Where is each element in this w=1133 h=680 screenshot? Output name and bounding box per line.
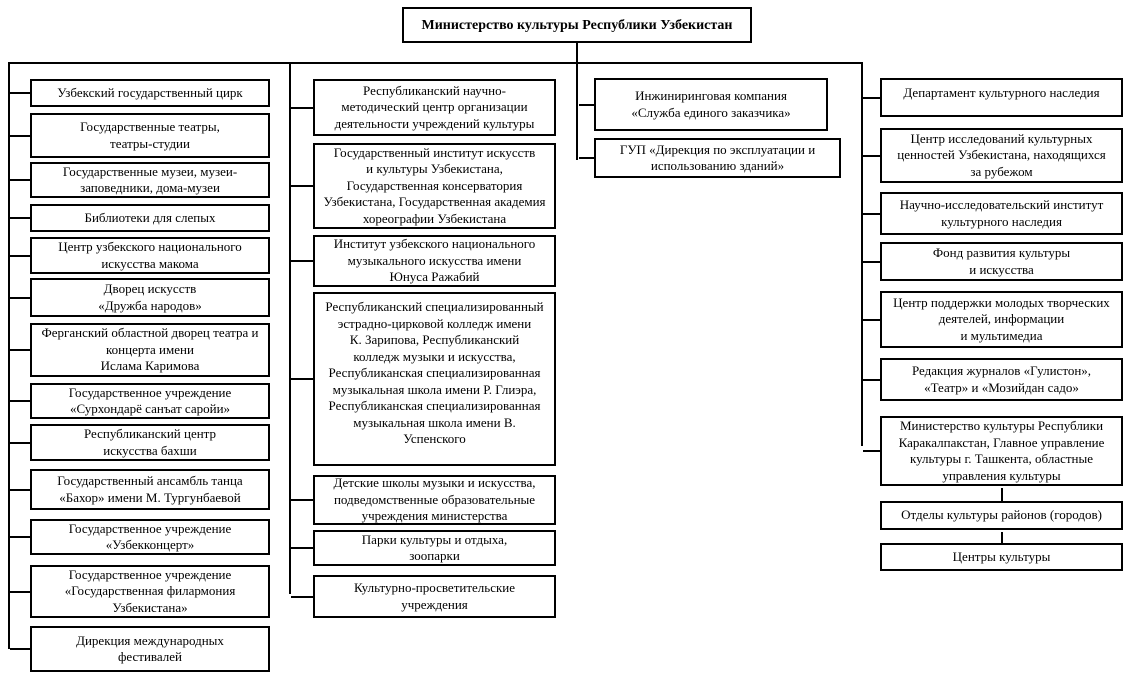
ministry-root-box: Министерство культуры Республики Узбекис… — [402, 7, 752, 43]
connector-spine-left — [8, 62, 10, 649]
org-box: Узбекский государственный цирк — [30, 79, 270, 107]
org-box: Отделы культуры районов (городов) — [880, 488, 1123, 530]
org-box: Республиканский научно- методический цен… — [313, 79, 556, 136]
org-box: Научно-исследовательский институт культу… — [880, 192, 1123, 235]
org-box: Департамент культурного наследия — [880, 78, 1123, 117]
org-box: Государственное учреждение «Государствен… — [30, 565, 270, 618]
org-box: Культурно-просветительские учреждения — [313, 575, 556, 618]
org-box: Республиканский центр искусства бахши — [30, 424, 270, 461]
org-box: Государственные театры, театры-студии — [30, 113, 270, 158]
org-box: Детские школы музыки и искусства, подвед… — [313, 475, 556, 525]
org-box: Библиотеки для слепых — [30, 204, 270, 232]
connector-spine-center-left — [289, 62, 291, 594]
connector-top-horizontal — [8, 62, 863, 64]
org-box: Республиканский специализированный эстра… — [313, 292, 556, 466]
org-box: Инжиниринговая компания «Служба единого … — [594, 78, 828, 131]
org-box: ГУП «Дирекция по эксплуатации и использо… — [594, 138, 841, 178]
org-box: Центр исследований культурных ценностей … — [880, 128, 1123, 183]
org-box: Государственный ансамбль танца «Бахор» и… — [30, 469, 270, 510]
org-box: Центры культуры — [880, 532, 1123, 571]
org-box: Институт узбекского национального музыка… — [313, 235, 556, 287]
org-box: Фонд развития культуры и искусства — [880, 242, 1123, 281]
org-box: Центр поддержки молодых творческих деяте… — [880, 291, 1123, 348]
org-box: Министерство культуры Республики Каракал… — [880, 416, 1123, 486]
org-box: Государственное учреждение «Узбекконцерт… — [30, 519, 270, 555]
org-box: Ферганский областной дворец театра и кон… — [30, 323, 270, 377]
connector-trunk-and-center-spine — [576, 43, 578, 160]
org-box: Дирекция международных фестивалей — [30, 626, 270, 672]
org-box: Редакция журналов «Гулистон», «Театр» и … — [880, 358, 1123, 401]
org-box: Государственный институт искусств и куль… — [313, 143, 556, 229]
connector-spine-right — [861, 62, 863, 446]
org-box: Государственные музеи, музеи- заповедник… — [30, 162, 270, 198]
org-box: Дворец искусств «Дружба народов» — [30, 278, 270, 317]
org-box: Центр узбекского национального искусства… — [30, 237, 270, 274]
org-box: Парки культуры и отдыха, зоопарки — [313, 530, 556, 566]
org-box: Государственное учреждение «Сурхондарё с… — [30, 383, 270, 419]
